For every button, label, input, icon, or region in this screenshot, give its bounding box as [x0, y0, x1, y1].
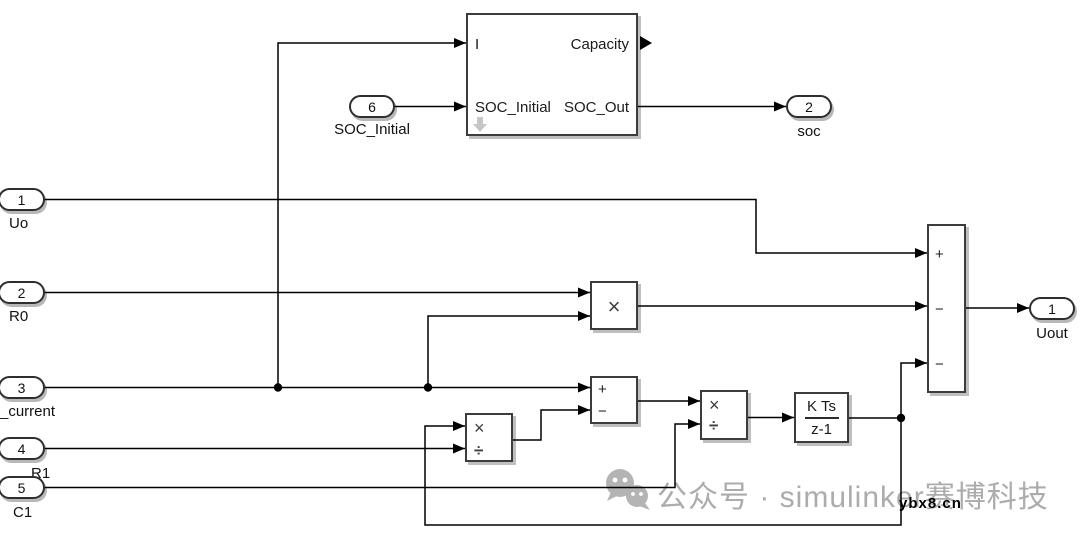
- divide-block-2[interactable]: × ÷: [700, 390, 748, 440]
- minus-sign: −: [598, 403, 607, 420]
- integrator-denominator: z-1: [811, 420, 832, 438]
- divide-symbol: ÷: [709, 416, 719, 435]
- minus-sign: −: [935, 356, 944, 373]
- inport-5-label: C1: [13, 504, 33, 521]
- inport-2-label: R0: [9, 308, 29, 325]
- outport-uout[interactable]: 1: [1029, 297, 1075, 320]
- plus-sign: +: [935, 246, 944, 263]
- output-sum-block[interactable]: + − −: [927, 224, 966, 393]
- divide-symbol: ÷: [474, 441, 484, 460]
- inport-5-c1[interactable]: 5: [0, 476, 45, 499]
- wire-current-branch-to-subsystem[interactable]: [277, 38, 466, 388]
- inport-4-r1[interactable]: 4: [0, 437, 45, 460]
- minus-sign: −: [935, 301, 944, 318]
- junction-dot: [273, 383, 283, 392]
- junction-dot: [423, 383, 433, 392]
- watermark-caption: 公众号 · simulinker赛博科技: [657, 481, 1049, 514]
- inport-6-soc-initial[interactable]: 6: [349, 95, 395, 118]
- outport-soc[interactable]: 2: [786, 95, 832, 118]
- inport-3-label: _current: [0, 403, 56, 420]
- inport-1-uo[interactable]: 1: [0, 188, 45, 211]
- outport-soc-label: soc: [797, 123, 821, 140]
- integrator-numerator: K Ts: [807, 397, 836, 415]
- divide-block-1[interactable]: × ÷: [465, 413, 513, 462]
- multiply-symbol: ×: [474, 418, 485, 438]
- capacity-unconnected-port-icon[interactable]: [640, 36, 652, 50]
- discrete-integrator-block[interactable]: K Ts z-1: [794, 392, 849, 443]
- inport-3-current[interactable]: 3: [0, 376, 45, 399]
- inport-6-label: SOC_Initial: [334, 121, 410, 138]
- subsystem-inport-label-soc-initial: SOC_Initial: [475, 99, 551, 116]
- wire-c1-to-divide2[interactable]: [45, 419, 700, 489]
- subsystem-inport-label-i: I: [475, 36, 480, 53]
- multiply-symbol: ×: [607, 294, 621, 319]
- wire-feedback-to-outsum[interactable]: [900, 358, 927, 418]
- subsystem-outport-label-capacity: Capacity: [570, 36, 629, 53]
- wechat-icon: [606, 469, 650, 510]
- plus-sign: +: [598, 381, 607, 398]
- battery-soc-subsystem-block[interactable]: I SOC_Initial Capacity SOC_Out: [466, 13, 638, 136]
- product-block[interactable]: ×: [590, 281, 638, 330]
- wire-divide1-to-sum[interactable]: [513, 405, 590, 441]
- fraction-bar: [804, 416, 839, 419]
- inport-1-label: Uo: [9, 215, 29, 232]
- outport-uout-label: Uout: [1036, 325, 1068, 342]
- inport-2-r0[interactable]: 2: [0, 281, 45, 304]
- subsystem-drilldown-arrow-icon[interactable]: [472, 116, 488, 133]
- wire-current-branch-to-product[interactable]: [427, 311, 590, 388]
- site-watermark: ybx8.cn: [899, 495, 962, 512]
- wire-uo-to-outsum[interactable]: [45, 198, 927, 258]
- multiply-symbol: ×: [709, 395, 720, 415]
- junction-dot: [896, 413, 906, 423]
- sum-block[interactable]: + −: [590, 376, 638, 424]
- subsystem-outport-label-soc-out: SOC_Out: [563, 99, 629, 116]
- wire-feedback-to-divide1[interactable]: [424, 418, 902, 526]
